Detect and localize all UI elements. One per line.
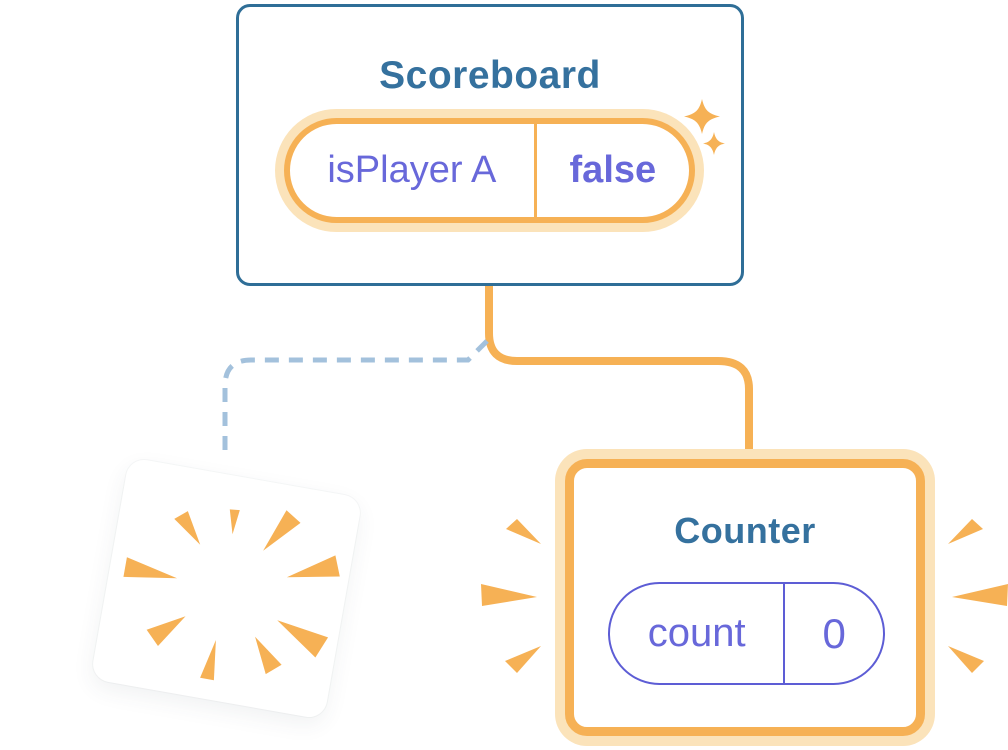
destroyed-component-card bbox=[90, 457, 363, 720]
connector-removed-dashed-line bbox=[222, 339, 489, 459]
state-value: 0 bbox=[822, 609, 846, 657]
burst-explosion-icon bbox=[123, 509, 340, 681]
counter-state-pill: count 0 bbox=[608, 582, 885, 685]
pill-divider bbox=[783, 584, 786, 683]
counter-component-card: Counter count 0 bbox=[565, 459, 925, 736]
state-key: isPlayer A bbox=[327, 149, 497, 191]
emphasis-lines-icon bbox=[481, 519, 541, 673]
counter-title: Counter bbox=[674, 510, 816, 551]
scoreboard-title: Scoreboard bbox=[379, 54, 601, 97]
connector-active-line bbox=[485, 286, 753, 453]
state-key: count bbox=[647, 611, 746, 655]
emphasis-lines-icon bbox=[948, 519, 1008, 673]
pill-divider bbox=[533, 124, 537, 217]
scoreboard-component-card: Scoreboard isPlayer A false bbox=[236, 4, 744, 286]
state-value: false bbox=[569, 149, 657, 191]
scoreboard-state-pill: isPlayer A false bbox=[284, 118, 695, 223]
